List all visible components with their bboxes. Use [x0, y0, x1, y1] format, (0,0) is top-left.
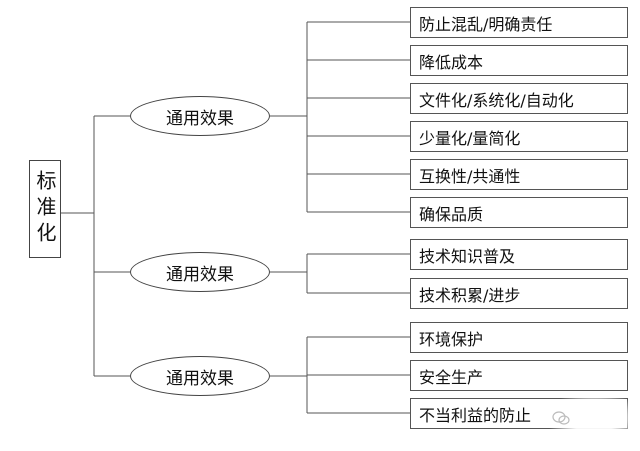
leaf-node: 环境保护 [410, 322, 628, 353]
leaf-node: 技术积累/进步 [410, 278, 628, 309]
leaf-node: 技术知识普及 [410, 239, 628, 270]
root-node: 标准化 [29, 160, 61, 258]
leaf-node: 文件化/系统化/自动化 [410, 83, 628, 114]
leaf-node: 少量化/量简化 [410, 121, 628, 152]
leaf-node: 安全生产 [410, 360, 628, 391]
leaf-node: 确保品质 [410, 197, 628, 228]
branch-node-3: 通用效果 [130, 356, 270, 396]
watermark-overlay [548, 393, 640, 443]
leaf-node: 降低成本 [410, 45, 628, 76]
branch-node-1: 通用效果 [130, 96, 270, 136]
leaf-node: 防止混乱/明确责任 [410, 7, 628, 38]
wechat-watermark-icon [552, 411, 570, 425]
root-label: 标准化 [33, 170, 57, 248]
branch-node-2: 通用效果 [130, 252, 270, 292]
leaf-node: 互换性/共通性 [410, 159, 628, 190]
